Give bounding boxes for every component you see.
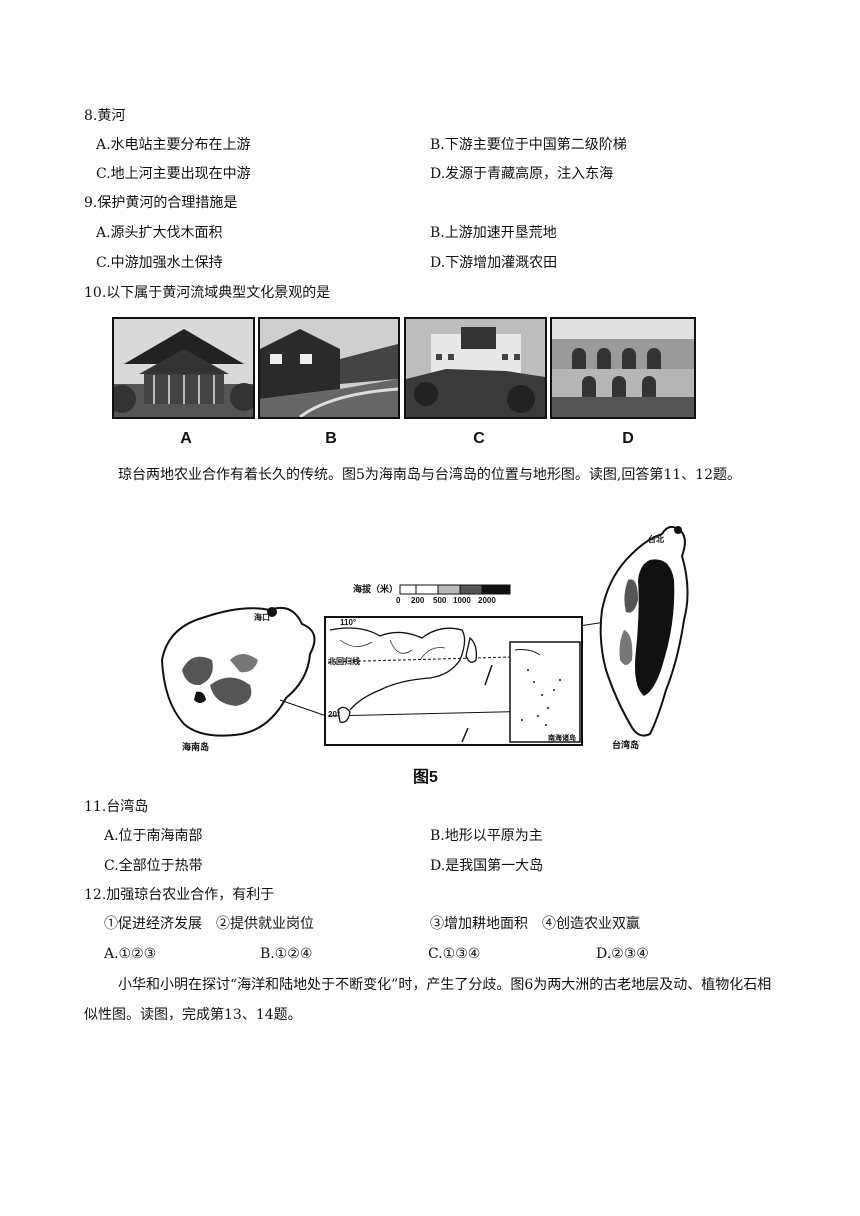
q8-option-c: C.地上河主要出现在中游 bbox=[96, 166, 251, 182]
photo-a-pavilion bbox=[112, 317, 255, 419]
passage-figure5: 琼台两地农业合作有着长久的传统。图5为海南岛与台湾岛的位置与地形图。读图,回答第… bbox=[118, 467, 741, 483]
photo-label-a: A bbox=[180, 430, 192, 447]
q11-stem: 11.台湾岛 bbox=[84, 799, 149, 815]
legend-title: 海拔（米） bbox=[353, 584, 399, 594]
q10-stem: 10.以下属于黄河流域典型文化景观的是 bbox=[84, 285, 331, 301]
q11-option-b: B.地形以平原为主 bbox=[430, 828, 543, 844]
photo-c-palace bbox=[404, 317, 547, 419]
q12-option-d: D.②③④ bbox=[596, 946, 649, 962]
q12-option-c: C.①③④ bbox=[428, 946, 481, 962]
tropic-label: 北回归线 bbox=[328, 657, 360, 666]
haikou-label: 海口 bbox=[254, 613, 270, 622]
q9-option-b: B.上游加速开垦荒地 bbox=[430, 225, 557, 241]
hainan-label: 海南岛 bbox=[182, 742, 210, 752]
photo-b-water-town bbox=[258, 317, 400, 419]
legend-tick-500: 500 bbox=[433, 596, 447, 605]
legend-tick-2000: 2000 bbox=[478, 596, 496, 605]
longitude-label: 110° bbox=[340, 618, 357, 627]
photo-label-c: C bbox=[473, 430, 485, 447]
q12-option-b: B.①②④ bbox=[260, 946, 313, 962]
q12-stem: 12.加强琼台农业合作，有利于 bbox=[84, 887, 275, 903]
taibei-label: 台北 bbox=[648, 535, 664, 544]
q12-option-a: A.①②③ bbox=[104, 946, 157, 962]
figure-5: 海拔（米） 0 200 500 1000 2000 海口 海南岛 110° 北回… bbox=[150, 520, 700, 786]
latitude-label: 20° bbox=[328, 710, 341, 719]
q9-option-d: D.下游增加灌溉农田 bbox=[430, 255, 558, 271]
photo-d-cave-dwellings bbox=[550, 317, 696, 419]
q9-option-c: C.中游加强水土保持 bbox=[96, 255, 223, 271]
legend-tick-1000: 1000 bbox=[453, 596, 471, 605]
q8-stem: 8.黄河 bbox=[84, 108, 126, 124]
photo-label-b: B bbox=[325, 430, 337, 447]
q11-option-c: C.全部位于热带 bbox=[104, 858, 203, 874]
taiwan-label: 台湾岛 bbox=[612, 740, 640, 750]
legend-tick-200: 200 bbox=[411, 596, 425, 605]
inset-label: 南海诸岛 bbox=[548, 735, 576, 742]
passage-figure6: 小华和小明在探讨“海洋和陆地处于不断变化”时，产生了分歧。图6为两大洲的古老地层… bbox=[84, 977, 772, 1023]
q8-option-d: D.发源于青藏高原，注入东海 bbox=[430, 166, 614, 182]
q8-option-b: B.下游主要位于中国第二级阶梯 bbox=[430, 137, 627, 153]
q9-stem: 9.保护黄河的合理措施是 bbox=[84, 195, 238, 211]
figure-5-caption: 图5 bbox=[413, 769, 438, 786]
legend-tick-0: 0 bbox=[396, 596, 401, 605]
q11-option-d: D.是我国第一大岛 bbox=[430, 858, 544, 874]
q12-items-1-2: ①促进经济发展 ②提供就业岗位 bbox=[104, 916, 314, 932]
q8-option-a: A.水电站主要分布在上游 bbox=[96, 137, 251, 153]
q11-option-a: A.位于南海南部 bbox=[104, 828, 203, 844]
q12-items-3-4: ③增加耕地面积 ④创造农业双赢 bbox=[430, 916, 640, 932]
photo-label-d: D bbox=[622, 430, 634, 447]
q9-option-a: A.源头扩大伐木面积 bbox=[96, 225, 223, 241]
